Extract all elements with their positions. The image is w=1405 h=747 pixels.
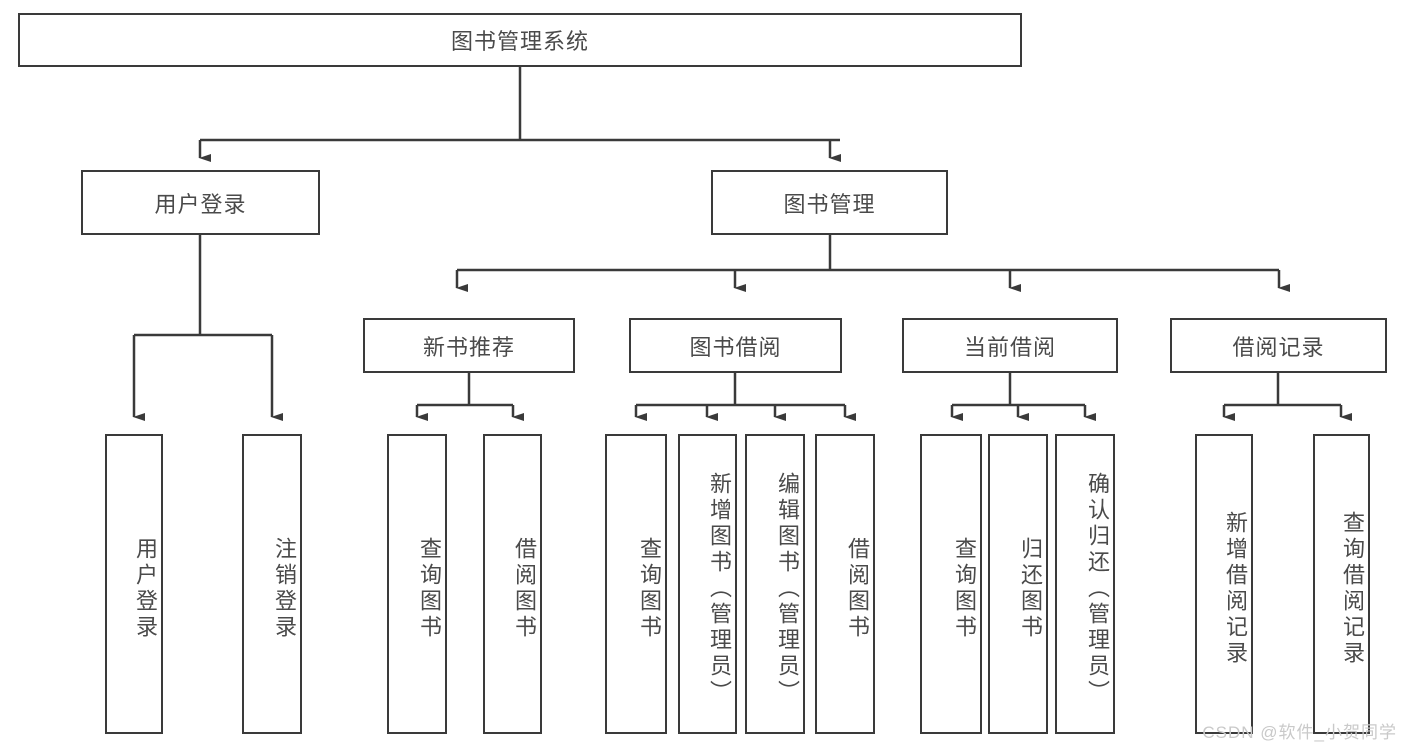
node-leaf-add-record[interactable]: 新增借阅记录 [1195,434,1253,734]
node-leaf-return-book[interactable]: 归还图书 [988,434,1048,734]
node-leaf-query-record-label: 查询借阅记录 [1340,511,1365,667]
node-leaf-borrow-book-1-label: 借阅图书 [512,537,537,641]
node-borrow-record-label: 借阅记录 [1232,334,1325,360]
node-root-label: 图书管理系统 [450,29,589,54]
node-leaf-add-book[interactable]: 新增图书（管理员） [678,434,737,734]
node-leaf-return-book-label: 归还图书 [1018,537,1043,641]
node-leaf-query-book-2-label: 查询图书 [637,537,662,641]
node-user-login[interactable]: 用户登录 [81,170,320,235]
node-leaf-borrow-book-2[interactable]: 借阅图书 [815,434,875,734]
node-leaf-user-login[interactable]: 用户登录 [105,434,163,734]
node-new-book-rec-label: 新书推荐 [422,334,515,360]
node-leaf-add-book-label: 新增图书（管理员） [707,472,732,706]
node-leaf-edit-book-label: 编辑图书（管理员） [775,472,800,706]
node-leaf-logout-label: 注销登录 [272,537,297,641]
node-leaf-query-book-2[interactable]: 查询图书 [605,434,667,734]
node-new-book-rec[interactable]: 新书推荐 [363,318,575,373]
node-current-borrow[interactable]: 当前借阅 [902,318,1118,373]
node-current-borrow-label: 当前借阅 [963,334,1056,360]
node-leaf-logout[interactable]: 注销登录 [242,434,302,734]
node-leaf-query-book-1-label: 查询图书 [417,537,442,641]
node-leaf-query-book-1[interactable]: 查询图书 [387,434,447,734]
node-book-manage[interactable]: 图书管理 [711,170,948,235]
node-leaf-confirm-return[interactable]: 确认归还（管理员） [1055,434,1115,734]
node-leaf-edit-book[interactable]: 编辑图书（管理员） [745,434,805,734]
node-user-login-label: 用户登录 [154,191,247,217]
node-borrow-record[interactable]: 借阅记录 [1170,318,1387,373]
node-book-borrow[interactable]: 图书借阅 [629,318,842,373]
node-leaf-confirm-return-label: 确认归还（管理员） [1085,472,1110,706]
node-root[interactable]: 图书管理系统 [18,13,1022,67]
node-book-borrow-label: 图书借阅 [689,334,782,360]
node-leaf-add-record-label: 新增借阅记录 [1223,511,1248,667]
node-leaf-borrow-book-1[interactable]: 借阅图书 [483,434,542,734]
node-leaf-query-book-3[interactable]: 查询图书 [920,434,982,734]
node-book-manage-label: 图书管理 [783,191,876,217]
node-leaf-borrow-book-2-label: 借阅图书 [845,537,870,641]
csdn-watermark: CSDN @软件_小贺同学 [1202,723,1397,742]
node-leaf-user-login-label: 用户登录 [133,537,158,641]
node-leaf-query-book-3-label: 查询图书 [952,537,977,641]
node-leaf-query-record[interactable]: 查询借阅记录 [1313,434,1370,734]
